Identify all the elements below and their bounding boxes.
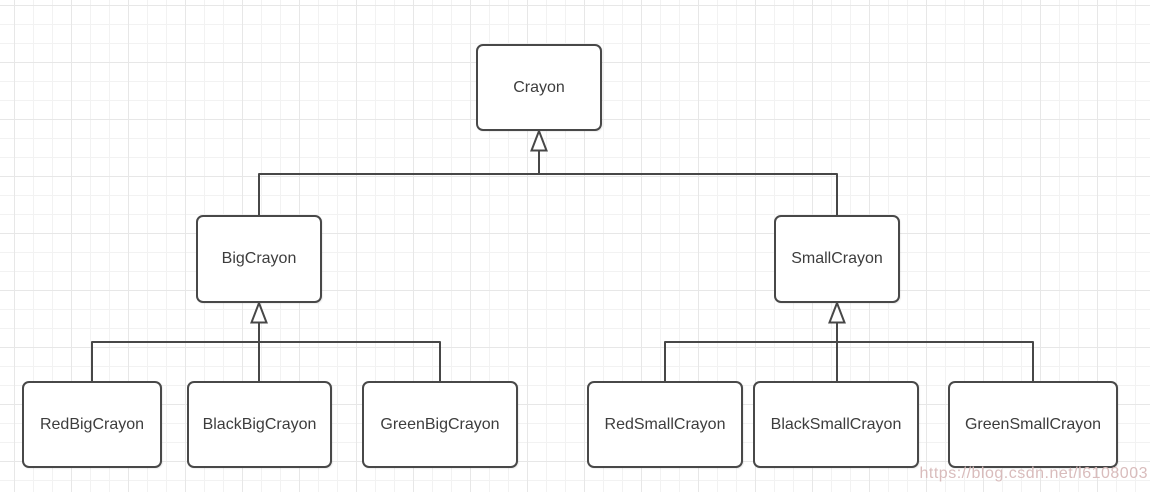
node-black-small-crayon[interactable]: BlackSmallCrayon xyxy=(753,381,919,468)
node-black-small-crayon-label: BlackSmallCrayon xyxy=(770,415,902,433)
edge-bus-level1 xyxy=(258,173,838,215)
node-green-small-crayon-label: GreenSmallCrayon xyxy=(964,415,1102,433)
node-crayon[interactable]: Crayon xyxy=(476,44,602,131)
node-red-big-crayon-label: RedBigCrayon xyxy=(39,415,145,433)
edge-bus-bigcrayon xyxy=(91,341,441,381)
inheritance-arrow-smallcrayon xyxy=(828,300,846,324)
node-crayon-label: Crayon xyxy=(513,78,565,96)
node-black-big-crayon[interactable]: BlackBigCrayon xyxy=(187,381,332,468)
node-red-small-crayon[interactable]: RedSmallCrayon xyxy=(587,381,743,468)
inheritance-arrow-crayon xyxy=(530,128,548,152)
node-black-big-crayon-label: BlackBigCrayon xyxy=(202,415,317,433)
edge-bus-smallcrayon xyxy=(664,341,1034,381)
node-green-small-crayon[interactable]: GreenSmallCrayon xyxy=(948,381,1118,468)
node-green-big-crayon-label: GreenBigCrayon xyxy=(380,415,500,433)
node-green-big-crayon[interactable]: GreenBigCrayon xyxy=(362,381,518,468)
node-red-small-crayon-label: RedSmallCrayon xyxy=(604,415,726,433)
node-big-crayon[interactable]: BigCrayon xyxy=(196,215,322,303)
node-small-crayon-label: SmallCrayon xyxy=(791,250,883,267)
node-small-crayon[interactable]: SmallCrayon xyxy=(774,215,900,303)
node-big-crayon-label: BigCrayon xyxy=(221,250,297,267)
inheritance-arrow-bigcrayon xyxy=(250,300,268,324)
node-red-big-crayon[interactable]: RedBigCrayon xyxy=(22,381,162,468)
